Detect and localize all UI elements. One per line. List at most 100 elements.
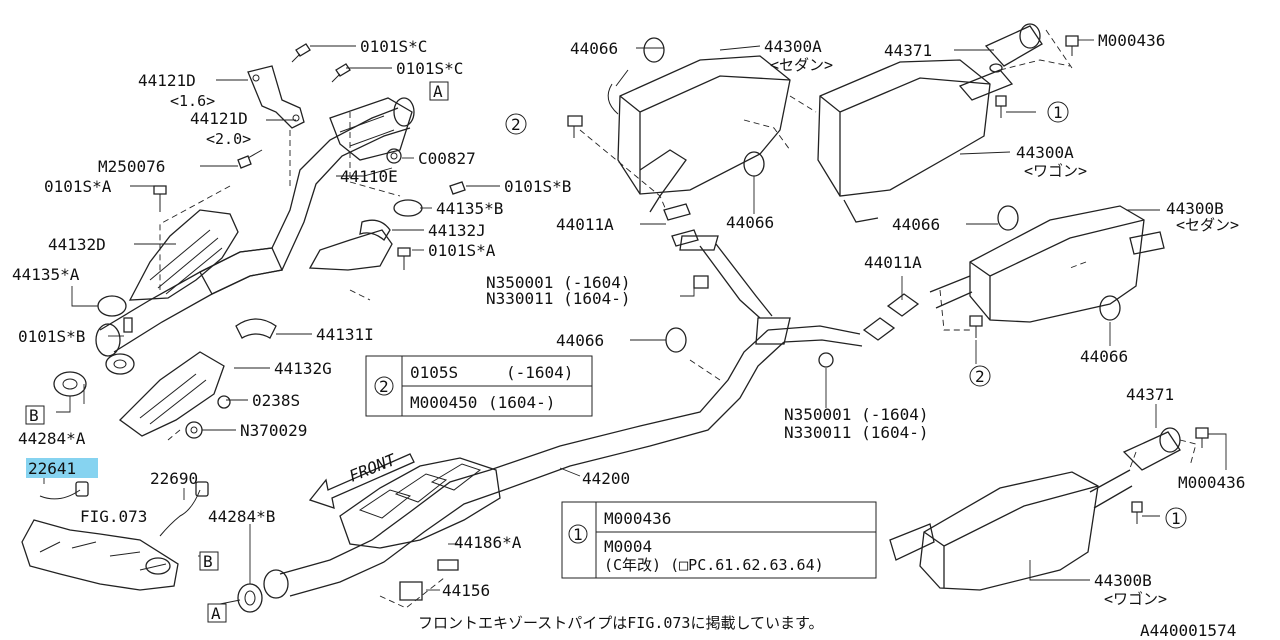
label-m000436-bottom[interactable]: M000436 [1178, 473, 1245, 492]
label-44284-a[interactable]: 44284*A [18, 429, 86, 448]
label-n330011-right[interactable]: N330011 (1604-) [784, 423, 929, 442]
label-m000436-top[interactable]: M000436 [1098, 31, 1165, 50]
callout-a-bottom[interactable]: A [207, 603, 227, 623]
label-44371-top[interactable]: 44371 [884, 41, 932, 60]
highlight-22641 [26, 458, 98, 478]
svg-text:B: B [29, 406, 39, 425]
svg-text:2: 2 [511, 115, 521, 134]
rubber-44066-mid [743, 151, 765, 177]
label-44132j[interactable]: 44132J [428, 221, 486, 240]
nut-n350001-mid [693, 275, 709, 289]
hanger-44186-a [437, 559, 459, 571]
label-44300b-wagon[interactable]: 44300B [1094, 571, 1152, 590]
label-44066-top[interactable]: 44066 [570, 39, 618, 58]
svg-text:1: 1 [573, 525, 583, 544]
label-44066-lower-right[interactable]: 44066 [1080, 347, 1128, 366]
svg-text:B: B [203, 552, 213, 571]
clamp-44135-a [97, 295, 127, 317]
label-44131i[interactable]: 44131I [316, 325, 374, 344]
muffler-44300b-wagon [889, 469, 1133, 591]
bolt-m000436-top [1065, 35, 1079, 56]
heat-insulator-44132g [119, 351, 225, 437]
label-0101s-a-right[interactable]: 0101S*A [428, 241, 496, 260]
legend-1-row-2-line-2: (C年改) (□PC.61.62.63.64) [604, 556, 824, 574]
label-44186-a[interactable]: 44186*A [454, 533, 522, 552]
svg-text:A: A [433, 82, 443, 101]
bolt-m250076 [237, 149, 263, 169]
legend-1-row-2-line-1: M0004 [604, 537, 652, 556]
muffler-44300a-sedan [607, 55, 791, 213]
label-44110e[interactable]: 44110E [340, 167, 398, 186]
legend-table-1: 1 M000436 M0004 (C年改) (□PC.61.62.63.64) [561, 501, 877, 579]
label-44066-mid[interactable]: 44066 [726, 213, 774, 232]
label-44200[interactable]: 44200 [582, 469, 630, 488]
label-n370029[interactable]: N370029 [240, 421, 307, 440]
legend-2-row-1-range: (-1604) [506, 363, 573, 382]
part-labels: 0101S*C 0101S*C 44121D <1.6> 44121D <2.0… [12, 31, 1245, 608]
label-44066-left[interactable]: 44066 [556, 331, 604, 350]
callout-1-bottom[interactable]: 1 [1165, 507, 1187, 529]
label-44135-a[interactable]: 44135*A [12, 265, 80, 284]
label-0238s[interactable]: 0238S [252, 391, 300, 410]
front-pipe-44110e [95, 97, 415, 357]
rubber-44066-left [665, 327, 687, 353]
callout-b-bottom[interactable]: B [199, 551, 219, 571]
bolt-0101s-c-1 [291, 43, 311, 63]
front-arrow [308, 453, 415, 509]
label-n350001-mid[interactable]: N350001 (-1604) [486, 273, 631, 292]
label-c00827[interactable]: C00827 [418, 149, 476, 168]
label-44135-b[interactable]: 44135*B [436, 199, 503, 218]
label-0101s-b-right[interactable]: 0101S*B [504, 177, 571, 196]
label-44011a-right[interactable]: 44011A [864, 253, 922, 272]
label-0101s-b-left[interactable]: 0101S*B [18, 327, 85, 346]
bolt-1-top [995, 95, 1007, 118]
label-44121d-20[interactable]: 44121D [190, 109, 248, 128]
label-44300b-wagon-note: <ワゴン> [1104, 590, 1167, 608]
label-44300a-wagon[interactable]: 44300A [1016, 143, 1074, 162]
svg-text:A: A [211, 604, 221, 623]
label-0101s-c-2[interactable]: 0101S*C [396, 59, 463, 78]
rubber-44066-top [643, 37, 665, 63]
clamp-44131i [235, 318, 277, 339]
label-n330011-mid[interactable]: N330011 (1604-) [486, 289, 631, 308]
front-exhaust-manifold [21, 519, 179, 591]
label-44132d[interactable]: 44132D [48, 235, 106, 254]
svg-text:2: 2 [379, 377, 389, 396]
label-44011a-mid[interactable]: 44011A [556, 215, 614, 234]
label-22690[interactable]: 22690 [150, 469, 198, 488]
label-44066-right[interactable]: 44066 [892, 215, 940, 234]
label-44132g[interactable]: 44132G [274, 359, 332, 378]
label-44300a-sedan-note: <セダン> [770, 56, 833, 74]
gasket-44011a-mid [663, 203, 699, 247]
center-pipe-44200 [263, 235, 863, 599]
label-44156[interactable]: 44156 [442, 581, 490, 600]
label-44371-bottom[interactable]: 44371 [1126, 385, 1174, 404]
label-n350001-right[interactable]: N350001 (-1604) [784, 405, 929, 424]
bolt-0101s-b-right [449, 181, 466, 195]
assembly-lines [159, 29, 1197, 609]
rubber-44066-lower-right [1099, 295, 1121, 321]
callout-2-right[interactable]: 2 [969, 365, 991, 387]
bolt-0101s-b-left [123, 317, 133, 333]
label-44121d-16-note: <1.6> [170, 92, 215, 110]
label-44121d-16[interactable]: 44121D [138, 71, 196, 90]
nut-n370029 [185, 421, 203, 439]
hanger-rubber-44156 [399, 581, 423, 601]
label-m250076[interactable]: M250076 [98, 157, 165, 176]
label-0101s-a-top[interactable]: 0101S*A [44, 177, 112, 196]
legend-2-row-2-part: M000450 [410, 393, 477, 412]
oxygen-sensor-22641 [39, 481, 89, 500]
label-44300a-sedan[interactable]: 44300A [764, 37, 822, 56]
bolt-2-right [969, 315, 983, 338]
callout-1-top[interactable]: 1 [1047, 101, 1069, 123]
callout-b-left[interactable]: B [25, 405, 45, 425]
gasket-44284-a [53, 353, 135, 397]
label-22641[interactable]: 22641 [28, 459, 76, 478]
label-fig-073[interactable]: FIG.073 [80, 507, 147, 526]
label-44284-b[interactable]: 44284*B [208, 507, 275, 526]
callout-2-top[interactable]: 2 [505, 113, 527, 135]
callout-a-top[interactable]: A [429, 81, 449, 101]
label-0101s-c-1[interactable]: 0101S*C [360, 37, 427, 56]
label-44300b-sedan[interactable]: 44300B [1166, 199, 1224, 218]
